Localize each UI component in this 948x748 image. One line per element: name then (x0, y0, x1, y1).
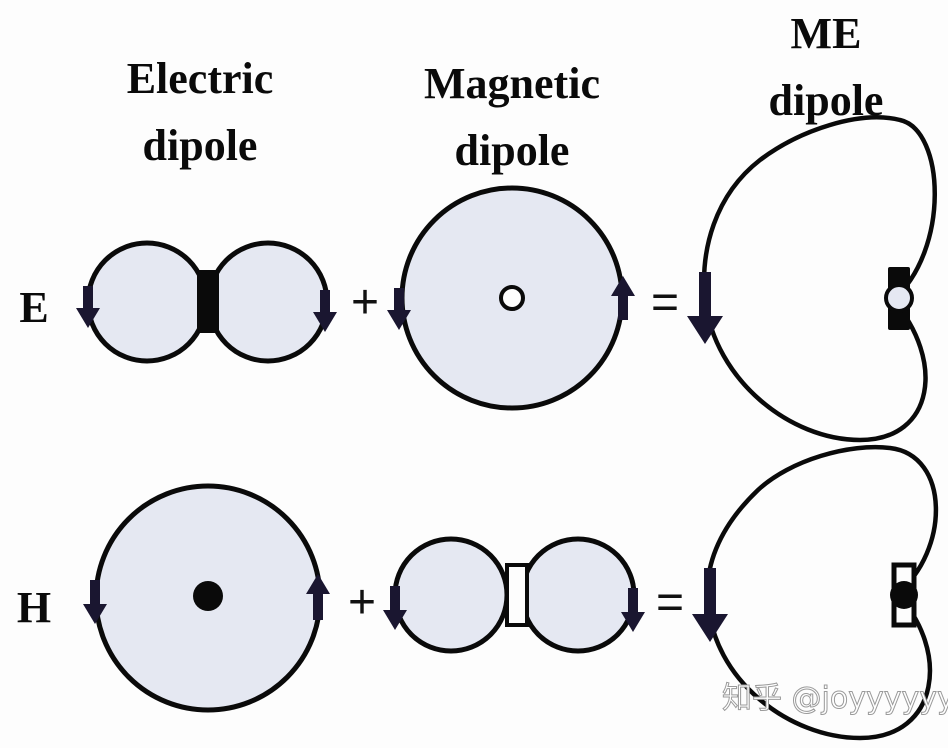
arrow-down-icon (687, 272, 723, 344)
equals-operator: = (656, 576, 684, 629)
e-electric-left-lobe (85, 240, 209, 364)
arrow-down-icon (387, 288, 411, 330)
e-electric-right-lobe (206, 240, 330, 364)
row-label-h: H (17, 583, 51, 632)
h-magnetic-right-lobe (519, 536, 637, 654)
e-me-field-line (701, 115, 937, 443)
arrow-down-icon (76, 286, 100, 328)
h-magnetic-left-lobe (392, 536, 510, 654)
h-row-electric-dipole (83, 483, 330, 713)
arrow-down-icon (383, 586, 407, 630)
arrow-down-icon (83, 580, 107, 624)
arrow-up-icon (306, 574, 330, 620)
arrow-up-icon (611, 276, 635, 320)
e-electric-source-bar (197, 270, 219, 333)
header-magnetic-dipole: Magnetic dipole (424, 59, 600, 175)
h-row-magnetic-dipole (383, 536, 645, 654)
header-electric-dipole: Electric dipole (127, 54, 274, 170)
header-electric-line1: Electric (127, 54, 274, 103)
plus-operator: + (351, 276, 379, 329)
e-magnetic-source-open-circle (499, 285, 525, 311)
row-label-e: E (19, 283, 48, 332)
e-row-magnetic-dipole (387, 185, 635, 411)
arrow-down-icon (692, 568, 728, 642)
e-me-source-open-circle (884, 283, 914, 313)
h-row-me-dipole (692, 444, 939, 741)
header-magnetic-line1: Magnetic (424, 59, 600, 108)
equals-operator: = (651, 276, 679, 329)
e-row-electric-dipole (76, 240, 337, 364)
header-electric-line2: dipole (143, 121, 258, 170)
h-me-source-dot (890, 581, 918, 609)
arrow-down-icon (621, 588, 645, 632)
header-me-line1: ME (791, 9, 862, 58)
h-electric-source-dot (193, 581, 223, 611)
plus-operator: + (348, 576, 376, 629)
h-magnetic-source-open-bar (505, 563, 529, 627)
e-row-me-dipole (687, 115, 937, 443)
header-magnetic-line2: dipole (455, 126, 570, 175)
h-me-field-line (705, 444, 939, 741)
watermark: 知乎 @joyyyyyy (722, 681, 948, 716)
header-me-dipole: ME dipole (769, 9, 884, 125)
arrow-down-icon (313, 290, 337, 332)
